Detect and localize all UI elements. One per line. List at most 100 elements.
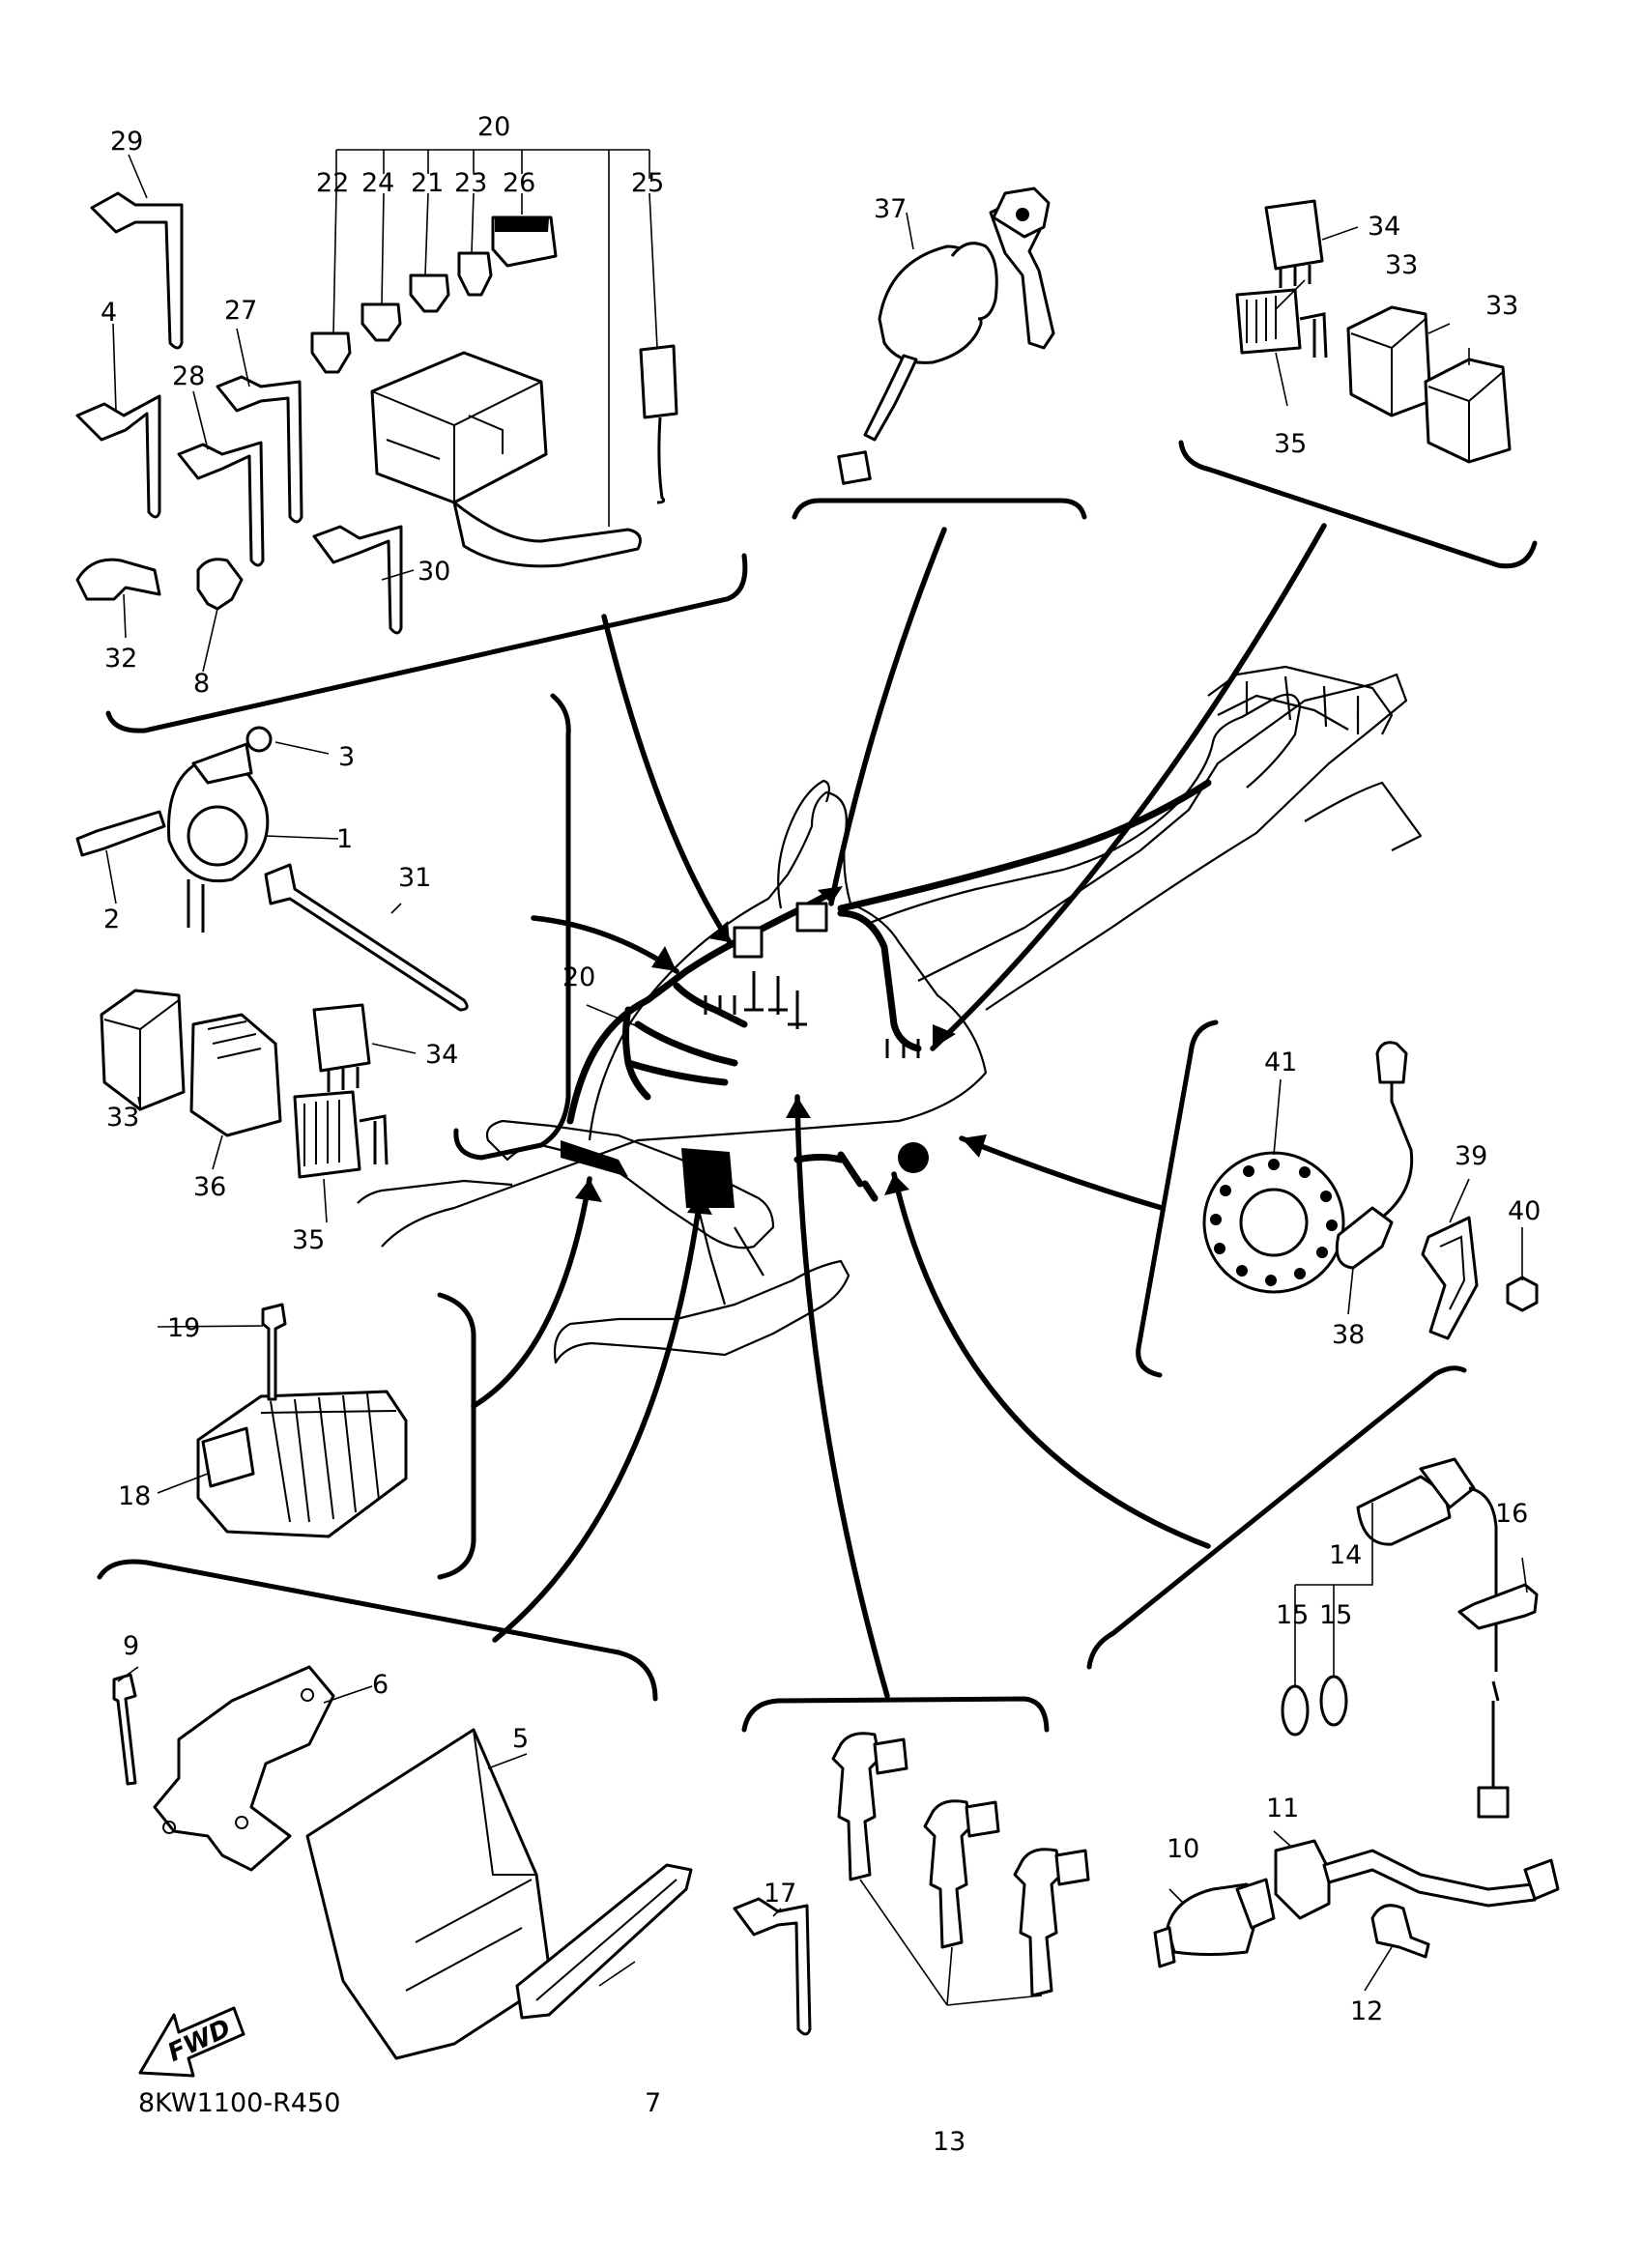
relay-34-top-pins <box>1279 265 1312 288</box>
link-ecu <box>492 1191 704 1643</box>
callout-5: 5 <box>512 1724 529 1754</box>
callout-7: 7 <box>645 2088 661 2118</box>
reference-code: 8KW1100-R450 <box>138 2088 340 2118</box>
leader-links <box>471 523 1327 1699</box>
callout-20: 20 <box>477 112 510 142</box>
callout-3: 3 <box>338 742 355 772</box>
sensor-13-right-plug <box>1054 1849 1090 1886</box>
harness-sensor-leads <box>793 1151 879 1202</box>
switch-11-boot <box>1274 1839 1331 1920</box>
harness-branch-rear-2 <box>837 779 1212 912</box>
sensor-13-mid-plug <box>965 1800 1000 1838</box>
cable-tie-28-part <box>177 441 265 567</box>
main-switch-group-parts <box>837 187 1055 485</box>
frame-rear-bumper <box>1304 781 1423 851</box>
pickup-coil-38-plug <box>1375 1041 1408 1084</box>
fwd-arrow: FWD <box>138 2006 245 2078</box>
bracket-sensor-group <box>741 1696 1050 1733</box>
fuse-box-part <box>370 351 548 504</box>
pickup-nut-40 <box>1506 1276 1539 1312</box>
callout-40: 40 <box>1508 1196 1541 1226</box>
link-pressure <box>891 1171 1211 1549</box>
bracket-pressure-group <box>1086 1365 1467 1670</box>
relay-33-left-cap <box>103 999 180 1109</box>
relay-35-top <box>1235 288 1302 355</box>
link-rectifier <box>471 1176 592 1409</box>
main-switch-face <box>950 242 998 321</box>
callout-22: 22 <box>316 168 349 198</box>
ecu-unit-5-edge <box>306 1729 536 2059</box>
relay-35-top-pins <box>1299 312 1328 359</box>
callout-16: 16 <box>1495 1499 1528 1529</box>
main-switch-lead <box>863 354 918 442</box>
callout-28: 28 <box>172 361 205 391</box>
callout-33: 33 <box>1485 291 1518 321</box>
horn-bolt <box>75 810 166 857</box>
sensor-13-mid <box>923 1799 973 1949</box>
sensor-13-leads <box>859 1879 1043 2006</box>
leader-20-group <box>335 149 650 527</box>
cable-tie-27-part <box>216 375 303 524</box>
o-ring-15a <box>1281 1684 1310 1737</box>
harness-relay-block <box>733 926 764 959</box>
pickup-disc-41-inner <box>1239 1188 1309 1257</box>
ecu-group-parts <box>112 1665 693 2060</box>
callout-39: 39 <box>1455 1141 1487 1171</box>
sensor-13-left-plug <box>873 1737 908 1775</box>
cable-tie-29-part <box>90 191 184 350</box>
relay-36-part <box>189 1013 282 1137</box>
pickup-bracket-39 <box>1421 1216 1479 1340</box>
callout-10: 10 <box>1167 1834 1199 1864</box>
callout-35: 35 <box>292 1225 325 1255</box>
callout-6: 6 <box>372 1670 389 1700</box>
relay-33-left <box>100 989 186 1111</box>
fuse-22-part <box>310 331 352 374</box>
fuse-box-cover-lines <box>371 381 542 502</box>
harness-branch-rear <box>837 909 922 1052</box>
link-sensors <box>794 1094 890 1699</box>
callout-2: 2 <box>103 904 120 934</box>
callout-35: 35 <box>1274 429 1307 459</box>
fuse-23-part <box>457 251 493 297</box>
clamp-8-part <box>196 558 244 611</box>
callout-32: 32 <box>104 644 137 674</box>
sensor-13-left <box>831 1732 881 1881</box>
horn-nut <box>245 726 273 753</box>
bracket-main-switch-group <box>792 498 1087 520</box>
callout-36: 36 <box>193 1172 226 1202</box>
bolt-16 <box>1457 1583 1539 1630</box>
cable-tie-17-part <box>733 1897 812 2036</box>
frame-tunnel <box>917 673 1408 1011</box>
frame-ski-left-upper <box>357 1179 513 1204</box>
harness-ignition-coil <box>561 1140 628 1177</box>
link-pickup <box>959 1135 1165 1211</box>
relay-36-ribs <box>207 1020 262 1059</box>
harness-pickup-node <box>898 1142 929 1173</box>
callout-14: 14 <box>1329 1540 1362 1570</box>
pickup-coil-38-lead <box>1383 1082 1414 1218</box>
fuse-24-part <box>360 302 402 342</box>
callout-leaders <box>105 149 1528 1992</box>
fuse-box-group-parts <box>75 191 678 635</box>
frame-windshield <box>777 779 830 909</box>
main-switch-key-hole <box>1016 208 1029 221</box>
horn-group-parts <box>75 726 469 1179</box>
sensor-13-right <box>1013 1848 1063 1997</box>
fuse-box-wire-bundle <box>452 501 642 568</box>
pickup-disc-41-holes <box>1210 1159 1338 1286</box>
relay-34-top <box>1264 199 1324 271</box>
switch-10-plug <box>1235 1878 1276 1930</box>
bracket-relay-group <box>1178 440 1538 569</box>
harness-mid-run <box>624 1020 738 1086</box>
horn-bracket <box>191 742 253 785</box>
ecu-bracket-6 <box>153 1665 335 1872</box>
callout-41: 41 <box>1264 1048 1297 1077</box>
callout-4: 4 <box>101 298 117 328</box>
harness-ecu-block <box>681 1148 735 1208</box>
bracket-ecu-group <box>97 1559 658 1702</box>
callout-34: 34 <box>1368 212 1400 242</box>
frame-nose <box>381 790 988 1248</box>
relay-33-top-2 <box>1424 358 1512 464</box>
callout-15: 15 <box>1319 1600 1352 1630</box>
